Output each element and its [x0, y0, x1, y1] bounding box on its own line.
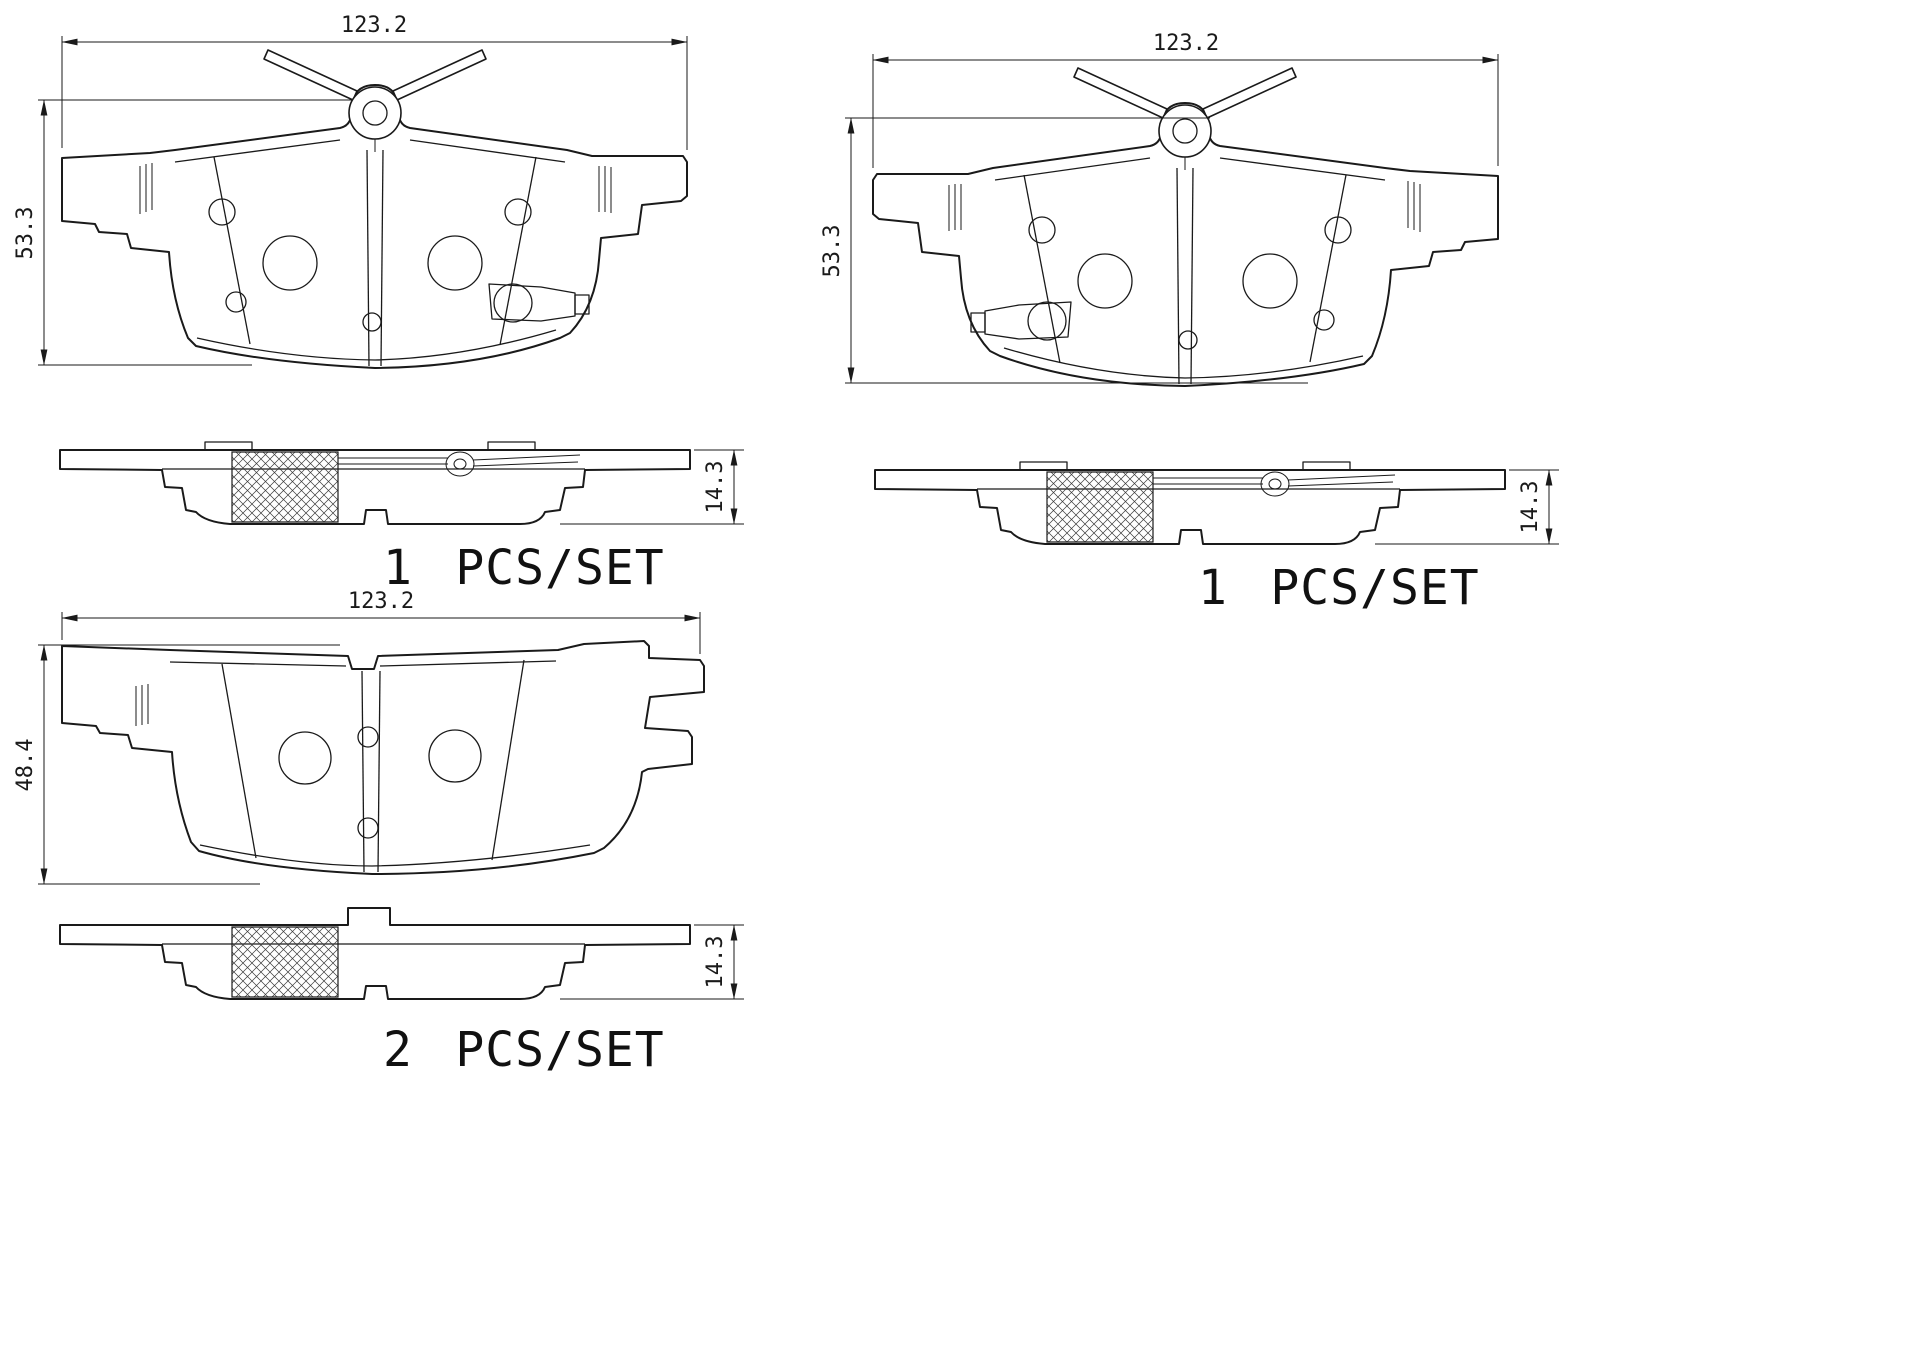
side-pad-instance-right [874, 461, 1506, 545]
quantity-number: 1 [383, 540, 413, 596]
dim-label-height: 53.3 [820, 225, 845, 278]
quantity-number: 1 [1198, 560, 1228, 616]
dim-height-front-bottom: 48.4 [13, 644, 340, 885]
view-side-top-right: 14.3 1 PCS/SET [874, 461, 1559, 616]
dim-width-front-top-left: 123.2 [61, 13, 688, 150]
view-front-bottom: 123.2 48.4 [13, 589, 705, 885]
pad-outline [61, 640, 705, 875]
front-pad-instance-left [61, 49, 688, 369]
dim-width-front-bottom: 123.2 [61, 589, 701, 654]
dim-label-thickness: 14.3 [703, 461, 728, 514]
side-outline [59, 907, 691, 1000]
serration-ticks-left [135, 684, 149, 726]
center-slot-right [377, 670, 381, 873]
pad-hole [357, 726, 379, 748]
view-side-bottom: 14.3 2 PCS/SET [59, 907, 744, 1078]
dim-label-thickness: 14.3 [703, 936, 728, 989]
dim-label-height: 48.4 [13, 739, 38, 792]
view-front-top-left: 123.2 53.3 [13, 13, 688, 369]
plate-inner-edge-right [379, 660, 557, 667]
dim-label-width: 123.2 [341, 13, 407, 38]
pad-hole [357, 817, 379, 839]
side-pad-instance-left [59, 441, 691, 525]
friction-edge-right [491, 659, 525, 861]
pad-hole [278, 731, 332, 785]
dim-label-thickness: 14.3 [1518, 481, 1543, 534]
friction-bottom-edge [199, 844, 591, 867]
pad-hole [428, 729, 482, 783]
set-label-left: 1 PCS/SET [383, 540, 664, 596]
front-pad-instance-right [872, 67, 1499, 387]
dim-label-width: 123.2 [348, 589, 414, 614]
quantity-unit: PCS/SET [455, 540, 664, 596]
quantity-number: 2 [383, 1022, 413, 1078]
center-slot-left [361, 670, 365, 873]
quantity-unit: PCS/SET [455, 1022, 664, 1078]
set-label-right: 1 PCS/SET [1198, 560, 1479, 616]
section-hatch [231, 926, 339, 998]
plate-inner-edge-left [169, 661, 347, 667]
dim-height-front-top-right: 53.3 [820, 117, 1308, 384]
dim-thickness-side-right: 14.3 [1375, 469, 1559, 545]
dim-label-height: 53.3 [13, 207, 38, 260]
set-label-bottom: 2 PCS/SET [383, 1022, 664, 1078]
dim-height-front-top-left: 53.3 [13, 99, 352, 366]
friction-edge-left [221, 663, 257, 859]
view-side-top-left: 14.3 1 PCS/SET [59, 441, 744, 596]
dim-label-width: 123.2 [1153, 31, 1219, 56]
dim-thickness-side-bottom: 14.3 [560, 924, 744, 1000]
dim-thickness-side-left: 14.3 [560, 449, 744, 525]
view-front-top-right: 123.2 53.3 [820, 31, 1499, 387]
quantity-unit: PCS/SET [1270, 560, 1479, 616]
dim-width-front-top-right: 123.2 [872, 31, 1499, 168]
